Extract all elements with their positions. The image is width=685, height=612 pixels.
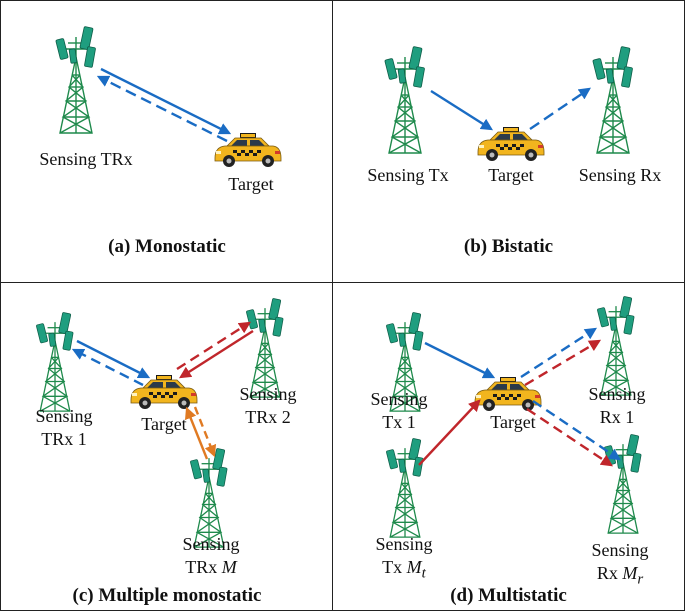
sensing-rx-tower-icon: [591, 45, 634, 154]
panel-monostatic: Sensing TRx Target (a) Monostatic: [0, 0, 334, 284]
target-car-icon: [130, 374, 198, 410]
sensing-tx1-label: Sensing Tx 1: [359, 388, 439, 434]
sensing-rx1-tower-icon: [596, 295, 635, 396]
sensing-trx-tower-icon: [54, 25, 97, 134]
panel-caption: (d) Multistatic: [450, 585, 567, 606]
label-line-2: Rx 1: [599, 407, 635, 427]
target-label: Target: [490, 412, 536, 432]
sensing-trx1-tower-icon: [35, 311, 74, 412]
txm-solid-arrow: [418, 399, 481, 466]
trxm-solid-arrow: [184, 406, 209, 460]
target-car-icon: [214, 132, 282, 168]
rx1-blue-dashed-arrow: [520, 327, 598, 379]
panel-caption: (a) Monostatic: [108, 236, 226, 257]
tx-solid-arrow: [430, 89, 494, 131]
label-line-1: Sensing: [370, 389, 428, 409]
sensing-trx1-label: Sensing TRx 1: [19, 405, 109, 451]
label-line-2: TRx 2: [245, 407, 291, 427]
tx1-solid-arrow: [424, 341, 496, 379]
label-line-1: Sensing: [591, 540, 649, 560]
target-car-icon: [477, 126, 545, 162]
label-line-1: Sensing: [182, 534, 240, 554]
trx2-solid-arrow: [178, 329, 254, 379]
rxm-blue-dashed-arrow: [532, 400, 621, 461]
sensing-trx2-label: Sensing TRx 2: [223, 383, 313, 429]
echo-dashed-arrow: [529, 87, 591, 130]
panel-multiple-monostatic: Sensing TRx 1 Target Sensing TRx 2 Sensi…: [0, 282, 334, 611]
label-line-1: Sensing: [239, 384, 297, 404]
panel-caption: (c) Multiple monostatic: [72, 585, 262, 606]
sensing-tx-label: Sensing Tx: [367, 165, 449, 185]
sensing-tx-tower-icon: [383, 45, 426, 154]
label-line-2: TRx M: [185, 557, 237, 577]
label-line-2: Rx Mr: [596, 563, 644, 588]
trx2-dashed-arrow: [176, 321, 252, 371]
echo-dashed-arrow: [96, 75, 228, 143]
sensing-rx-label: Sensing Rx: [578, 165, 662, 185]
sensing-trx-label: Sensing TRx: [39, 149, 133, 169]
label-line-1: Sensing: [35, 406, 93, 426]
sensing-txm-label: Sensing Tx Mt: [359, 533, 449, 586]
trx1-solid-arrow: [76, 339, 151, 379]
sensing-rxm-label: Sensing Rx Mr: [575, 539, 665, 592]
rx1-red-dashed-arrow: [524, 339, 602, 387]
sensing-trxm-label: Sensing TRx M: [166, 533, 256, 579]
rxm-red-dashed-arrow: [526, 408, 613, 467]
target-label: Target: [488, 165, 534, 185]
label-line-2: Tx Mt: [382, 557, 426, 582]
panel-caption: (b) Bistatic: [463, 236, 554, 257]
panel-bistatic: Sensing Tx Target Sensing Rx (b) Bistati…: [332, 0, 685, 284]
sensing-rx1-label: Sensing Rx 1: [577, 383, 657, 429]
label-line-1: Sensing: [588, 384, 646, 404]
target-label: Target: [141, 414, 187, 434]
label-line-2: TRx 1: [41, 429, 87, 449]
label-line-1: Sensing: [375, 534, 433, 554]
sensing-txm-tower-icon: [385, 437, 424, 538]
panel-multistatic: Sensing Tx 1 Target Sensing Rx 1 Sensing…: [332, 282, 685, 611]
target-label: Target: [228, 174, 274, 194]
trxm-dashed-arrow: [193, 406, 217, 458]
trx1-dashed-arrow: [71, 348, 144, 387]
sensing-rxm-tower-icon: [603, 433, 642, 534]
tx-solid-arrow: [100, 67, 232, 135]
label-line-2: Tx 1: [382, 412, 416, 432]
